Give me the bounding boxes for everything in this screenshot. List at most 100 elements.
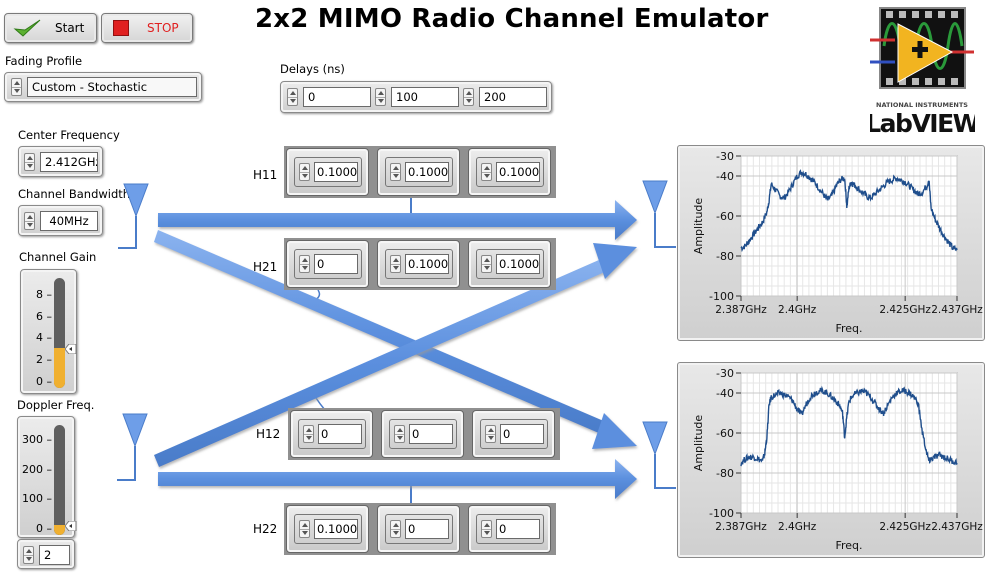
rx-antenna-1-icon	[642, 180, 676, 248]
delay-2-input[interactable]: 200	[479, 87, 547, 107]
tap-spinner[interactable]	[390, 255, 401, 273]
labview-logo-icon: NATIONAL INSTRUMENTS LabVIEW	[865, 7, 981, 138]
tap-control: 0.1000	[294, 157, 362, 187]
fading-profile-spinner[interactable]	[11, 78, 22, 96]
delay-0-spinner[interactable]	[287, 88, 298, 106]
tap-spinner[interactable]	[299, 255, 310, 273]
channel-h11-label: H11	[253, 168, 278, 182]
channel-h12-taps: 0 0 0	[288, 408, 560, 460]
tap-spinner[interactable]	[299, 163, 310, 181]
channel-bandwidth-input[interactable]: 40MHz	[40, 211, 98, 231]
checkmark-icon	[13, 19, 41, 37]
tx-antenna-2-icon	[117, 413, 148, 481]
x-tick-label: 2.387GHz	[715, 521, 767, 533]
rx-antenna-2-icon	[642, 421, 676, 489]
doppler-freq-thumb[interactable]	[64, 520, 77, 532]
tap-cell: 0	[468, 505, 551, 553]
start-button-label: Start	[55, 21, 85, 35]
tap-cell: 0	[377, 505, 460, 553]
tap-control: 0	[294, 249, 362, 279]
h21-link-arrow	[154, 230, 637, 449]
tap-spinner[interactable]	[390, 520, 401, 538]
channel-h11-taps: 0.1000 0.1000 0.1000	[284, 146, 556, 198]
x-axis-label: Freq.	[835, 322, 862, 335]
y-axis-label: Amplitude	[692, 198, 705, 255]
delay-0-input[interactable]: 0	[303, 87, 371, 107]
tap-spinner[interactable]	[390, 163, 401, 181]
x-tick-label: 2.425GHz	[879, 304, 931, 316]
doppler-freq-label: Doppler Freq.	[17, 398, 95, 412]
center-frequency-input[interactable]: 2.412GHz	[40, 152, 98, 172]
doppler-freq-track	[54, 425, 65, 535]
center-frequency-spinner[interactable]	[24, 153, 35, 171]
tap-value-input[interactable]: 0	[405, 519, 449, 539]
scale-tick-label: 4 –	[36, 331, 52, 345]
scale-tick-label: 0 –	[36, 375, 52, 388]
tap-value-input[interactable]: 0.1000	[496, 254, 540, 274]
delays-label: Delays (ns)	[280, 62, 345, 76]
tap-spinner[interactable]	[481, 255, 492, 273]
start-button[interactable]: Start	[4, 13, 97, 43]
h22-link-arrow	[158, 459, 637, 499]
doppler-freq-spinner[interactable]	[23, 546, 34, 564]
channel-h22-label: H22	[253, 522, 278, 536]
tap-cell: 0.1000	[286, 505, 369, 553]
h12-link-arrow	[154, 243, 637, 467]
tap-cell: 0	[381, 410, 464, 458]
tap-cell: 0	[290, 410, 373, 458]
app-title: 2x2 MIMO Radio Channel Emulator	[255, 4, 769, 34]
tap-spinner[interactable]	[394, 425, 405, 443]
tap-value-input[interactable]: 0.1000	[405, 162, 449, 182]
y-axis-label: Amplitude	[692, 415, 705, 472]
tap-value-input[interactable]: 0.1000	[314, 519, 358, 539]
tap-value-input[interactable]: 0.1000	[405, 254, 449, 274]
fading-profile-value[interactable]: Custom - Stochastic	[27, 77, 197, 97]
channel-gain-slider[interactable]: 8 –6 –4 –2 –0 –	[20, 269, 77, 394]
tap-spinner[interactable]	[481, 163, 492, 181]
tap-value-input[interactable]: 0	[314, 254, 358, 274]
channel-bandwidth-control: 40MHz	[18, 205, 103, 236]
x-tick-label: 2.437GHz	[931, 521, 983, 533]
tap-cell: 0.1000	[468, 240, 551, 288]
doppler-freq-numeric: 2	[17, 539, 75, 569]
tap-value-input[interactable]: 0	[496, 519, 540, 539]
fading-profile-label: Fading Profile	[5, 54, 83, 68]
y-tick-label: -80	[716, 467, 734, 480]
stop-button-label: STOP	[147, 21, 179, 35]
center-frequency-control: 2.412GHz	[18, 146, 103, 177]
channel-gain-thumb[interactable]	[64, 343, 77, 355]
grid	[740, 372, 958, 514]
tap-spinner[interactable]	[299, 520, 310, 538]
tap-value-input[interactable]: 0	[318, 424, 362, 444]
y-tick-label: -40	[716, 387, 734, 400]
scale-tick-label: 100 –	[22, 492, 52, 506]
x-tick-label: 2.437GHz	[931, 304, 983, 316]
scale-tick-label: 2 –	[36, 353, 52, 367]
tap-value-input[interactable]: 0	[500, 424, 544, 444]
x-tick-label: 2.4GHz	[778, 521, 817, 533]
doppler-freq-input[interactable]: 2	[39, 545, 70, 565]
tap-value-input[interactable]: 0	[409, 424, 453, 444]
tap-spinner[interactable]	[485, 425, 496, 443]
tap-value-input[interactable]: 0.1000	[496, 162, 540, 182]
channel-h22-taps: 0.1000 0 0	[284, 503, 556, 555]
labview-logo: NATIONAL INSTRUMENTS LabVIEW	[865, 6, 981, 138]
stop-button[interactable]: STOP	[101, 13, 193, 43]
tap-cell: 0.1000	[468, 148, 551, 196]
delay-2-spinner[interactable]	[463, 88, 474, 106]
channel-bandwidth-spinner[interactable]	[24, 212, 35, 230]
tap-spinner[interactable]	[481, 520, 492, 538]
delay-1-input[interactable]: 100	[391, 87, 459, 107]
y-tick-label: -30	[716, 150, 734, 163]
delay-1-spinner[interactable]	[375, 88, 386, 106]
fading-profile-ring: Custom - Stochastic	[4, 72, 202, 102]
scale-tick-label: 300 –	[22, 432, 52, 446]
scale-tick-label: 200 –	[22, 462, 52, 476]
tap-spinner[interactable]	[303, 425, 314, 443]
tap-cell: 0	[472, 410, 555, 458]
tap-value-input[interactable]: 0.1000	[314, 162, 358, 182]
doppler-freq-slider[interactable]: 300 –200 –100 –0 –	[17, 416, 77, 538]
